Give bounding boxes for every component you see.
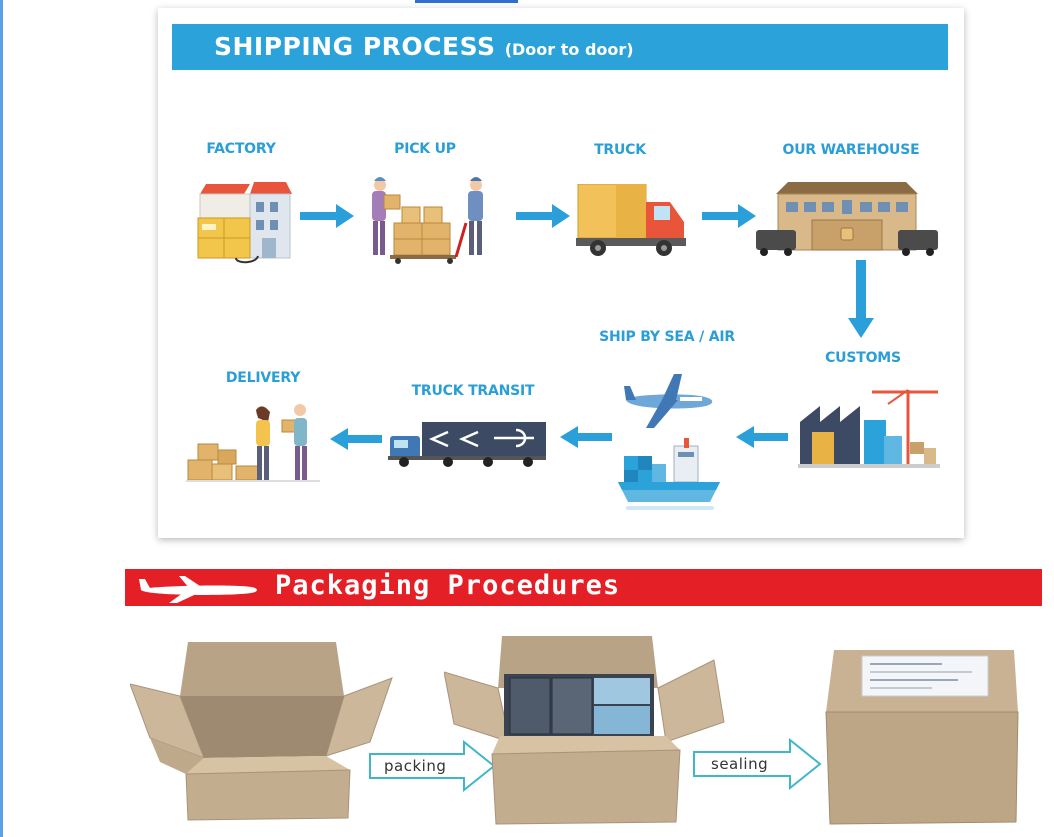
sealed-box-image bbox=[825, 650, 1019, 825]
step-label-pick-up: PICK UP bbox=[394, 141, 456, 157]
box-with-items-image bbox=[444, 636, 725, 825]
step-label-our-warehouse: OUR WAREHOUSE bbox=[782, 142, 920, 158]
cargo-ship-illustration bbox=[618, 438, 720, 510]
flow-arrow-right-1 bbox=[300, 204, 354, 228]
packing-arrow bbox=[369, 740, 496, 792]
truck-transit-illustration bbox=[388, 422, 546, 467]
packing-label: packing bbox=[384, 757, 447, 775]
open-empty-box-image bbox=[130, 642, 393, 821]
airplane-illustration bbox=[624, 374, 713, 428]
truck-illustration bbox=[576, 184, 686, 256]
step-label-delivery: DELIVERY bbox=[225, 370, 301, 386]
page-left-border bbox=[0, 0, 3, 837]
sealing-label: sealing bbox=[711, 755, 769, 773]
sealing-arrow bbox=[693, 738, 822, 790]
page-top-tab-indicator bbox=[415, 0, 518, 3]
flow-arrow-down bbox=[848, 260, 874, 338]
factory-illustration bbox=[197, 182, 292, 264]
warehouse-illustration bbox=[756, 182, 938, 256]
airplane-icon bbox=[139, 576, 257, 603]
flow-arrow-left-1 bbox=[736, 426, 788, 448]
flow-arrow-left-3 bbox=[330, 428, 382, 450]
shipping-title-text: SHIPPING PROCESS bbox=[214, 32, 496, 61]
step-label-truck: TRUCK bbox=[594, 142, 646, 158]
packaging-procedures-section: Packaging Procedures packing sealing bbox=[118, 552, 1048, 837]
pick-up-illustration bbox=[372, 177, 483, 264]
packaging-title: Packaging Procedures bbox=[275, 570, 621, 601]
shipping-subtitle: (Door to door) bbox=[504, 40, 634, 59]
delivery-illustration bbox=[186, 404, 320, 482]
step-label-ship-by-sea-air: SHIP BY SEA / AIR bbox=[599, 329, 735, 345]
step-label-factory: FACTORY bbox=[206, 141, 276, 157]
step-label-customs: CUSTOMS bbox=[825, 350, 901, 366]
packaging-header-bar: Packaging Procedures bbox=[125, 569, 1042, 606]
shipping-title: SHIPPING PROCESS (Door to door) bbox=[214, 32, 634, 61]
flow-arrow-right-3 bbox=[702, 204, 756, 228]
flow-arrow-right-2 bbox=[516, 204, 570, 228]
flow-arrow-left-2 bbox=[560, 426, 612, 448]
shipping-process-panel: SHIPPING PROCESS (Door to door) FACTORY … bbox=[158, 8, 964, 538]
shipping-header-bar: SHIPPING PROCESS (Door to door) bbox=[172, 24, 948, 70]
step-label-truck-transit: TRUCK TRANSIT bbox=[411, 383, 535, 399]
customs-illustration bbox=[798, 389, 940, 468]
